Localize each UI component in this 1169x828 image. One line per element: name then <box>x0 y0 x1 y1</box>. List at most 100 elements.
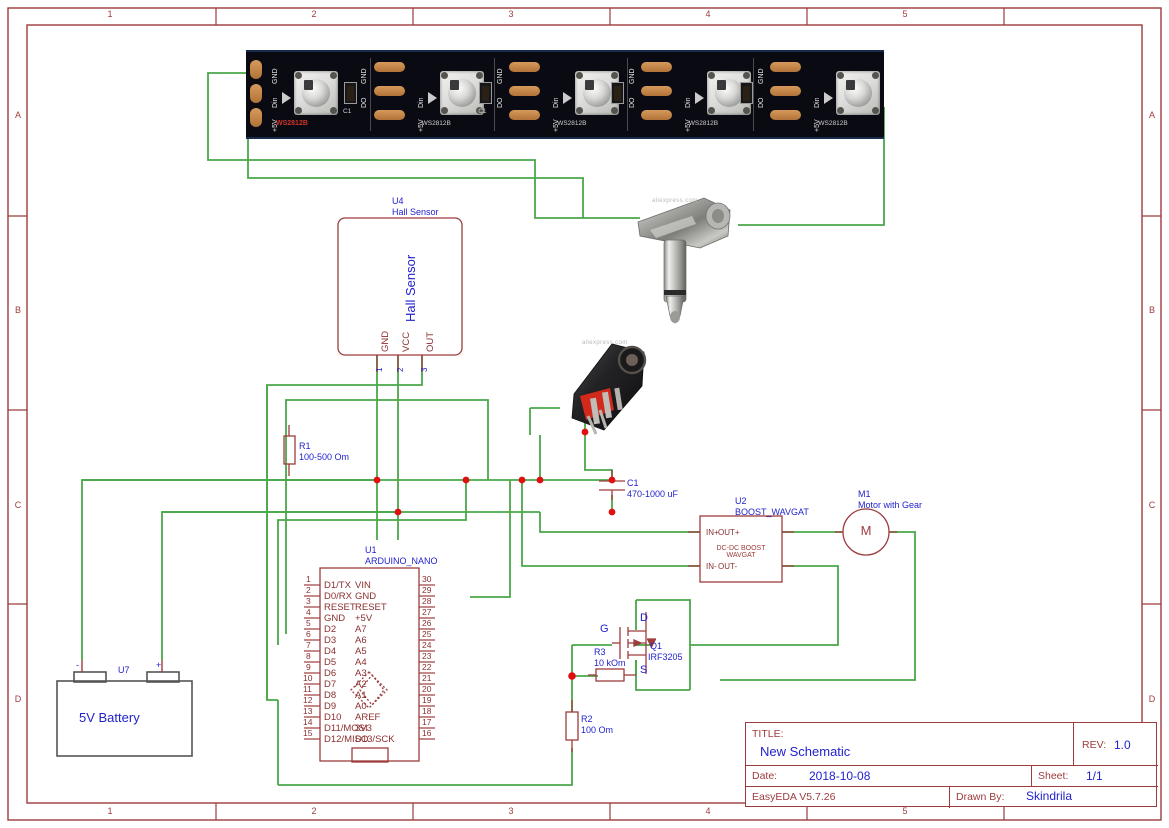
arduino-left-num-10: 10 <box>303 673 313 683</box>
audio-jack-photo: aliexpress.com <box>570 338 652 438</box>
arduino-right-pin-20: A1 <box>355 690 367 701</box>
arduino-right-num-21: 21 <box>422 673 432 683</box>
arduino-left-num-9: 9 <box>306 662 311 672</box>
arduino-pin-stubs-right <box>419 584 435 740</box>
arduino-left-num-12: 12 <box>303 695 313 705</box>
date-value: 2018-10-08 <box>809 769 871 783</box>
boost-pin-out-minus: OUT- <box>718 562 738 571</box>
zone-top-4: 4 <box>705 9 711 19</box>
rev-value: 1.0 <box>1114 738 1131 752</box>
zone-bottom-4: 4 <box>705 806 711 816</box>
arduino-right-num-17: 17 <box>422 717 432 727</box>
arduino-left-pin-6: D3 <box>324 635 337 646</box>
sheet-label: Sheet: <box>1038 770 1069 782</box>
arduino-right-pin-17: 3V3 <box>355 723 372 734</box>
boost-body-line1: DC-DC BOOST <box>716 545 766 552</box>
arduino-left-pin-3: RESET <box>324 602 356 613</box>
arduino-right-pin-24: A5 <box>355 646 367 657</box>
arduino-left-num-8: 8 <box>306 651 311 661</box>
arduino-left-num-4: 4 <box>306 607 311 617</box>
arduino-right-pin-29: GND <box>355 591 377 602</box>
zone-left-d: D <box>14 694 22 704</box>
arduino-left-pin-5: D2 <box>324 624 337 635</box>
wire-junction-dots <box>373 428 616 680</box>
title-block: TITLE: New Schematic REV: 1.0 Date: 2018… <box>745 722 1158 808</box>
ws2812b-led-strip-photo: GND Din +5V WS2812B C1 GND DO Din <box>246 50 884 139</box>
arduino-right-num-27: 27 <box>422 607 432 617</box>
arduino-pin-stubs-left <box>304 584 320 740</box>
arduino-left-num-5: 5 <box>306 618 311 628</box>
r1-designator: R1 <box>299 441 311 451</box>
arduino-name: ARDUINO_NANO <box>365 556 438 566</box>
drawn-by-value: Skindrila <box>1026 789 1073 803</box>
r2-designator: R2 <box>581 714 593 724</box>
arduino-left-num-1: 1 <box>306 574 311 584</box>
arduino-left-num-14: 14 <box>303 717 313 727</box>
r1-value: 100-500 Om <box>299 452 350 462</box>
motor-symbol-letter: M <box>860 523 872 538</box>
arduino-right-num-20: 20 <box>422 684 432 694</box>
arduino-right-num-23: 23 <box>422 651 432 661</box>
q1-source-label: S <box>640 664 648 676</box>
arduino-left-pin-2: D0/RX <box>324 591 352 602</box>
zone-left-b: B <box>14 305 21 315</box>
c1-value: 470-1000 uF <box>627 489 679 499</box>
q1-designator: Q1 <box>650 641 663 651</box>
q1-drain-label: D <box>640 612 648 624</box>
zone-top-1: 1 <box>107 9 113 19</box>
tool-label: EasyEDA V5.7.26 <box>752 791 836 803</box>
battery-designator: U7 <box>118 665 130 675</box>
battery-minus-terminal: - <box>76 660 79 670</box>
arduino-right-pin-28: RESET <box>355 602 387 613</box>
arduino-left-pin-13: D10 <box>324 712 342 723</box>
arduino-right-num-16: 16 <box>422 728 432 738</box>
arduino-right-pin-19: A0 <box>355 701 367 712</box>
hall-pin-1-num: 1 <box>375 367 384 372</box>
arduino-right-num-29: 29 <box>422 585 432 595</box>
arduino-designator: U1 <box>365 545 377 555</box>
hall-pin-2-num: 2 <box>396 367 405 372</box>
arduino-right-num-30: 30 <box>422 574 432 584</box>
arduino-left-pin-1: D1/TX <box>324 580 351 591</box>
boost-name: BOOST_WAVGAT <box>735 507 809 517</box>
hall-pin-3-label: OUT <box>425 331 436 352</box>
rev-label: REV: <box>1082 739 1107 751</box>
arduino-right-num-24: 24 <box>422 640 432 650</box>
title-value: New Schematic <box>760 744 851 759</box>
r2-value: 100 Om <box>581 725 614 735</box>
arduino-right-num-22: 22 <box>422 662 432 672</box>
arduino-left-pin-11: D8 <box>324 690 337 701</box>
arduino-right-num-25: 25 <box>422 629 432 639</box>
arduino-left-pin-15: D12/MISO <box>324 734 369 745</box>
boost-pin-in-minus: IN- <box>706 562 717 571</box>
arduino-left-pin-10: D7 <box>324 679 337 690</box>
zone-left-a: A <box>14 110 21 120</box>
arduino-left-pin-14: D11/MOSI <box>324 723 368 734</box>
zone-bottom-1: 1 <box>107 806 113 816</box>
zone-bottom-2: 2 <box>311 806 317 816</box>
audio-plug-photo: aliexpress.com <box>630 186 738 332</box>
arduino-left-num-7: 7 <box>306 640 311 650</box>
arduino-left-num-13: 13 <box>303 706 313 716</box>
zone-top-5: 5 <box>902 9 908 19</box>
motor-name: Motor with Gear <box>858 500 923 510</box>
arduino-left-pin-9: D6 <box>324 668 337 679</box>
title-label: TITLE: <box>752 728 784 740</box>
hall-pin-1-label: GND <box>380 330 391 352</box>
zone-left-c: C <box>14 500 22 510</box>
arduino-left-pin-12: D9 <box>324 701 337 712</box>
arduino-left-num-15: 15 <box>303 728 313 738</box>
arduino-right-num-18: 18 <box>422 706 432 716</box>
arduino-left-pin-8: D5 <box>324 657 337 668</box>
arduino-right-num-26: 26 <box>422 618 432 628</box>
battery-plus-terminal: + <box>156 660 162 670</box>
c1-designator: C1 <box>627 478 639 488</box>
arduino-right-pin-27: +5V <box>355 613 373 624</box>
drawn-by-label: Drawn By: <box>956 791 1005 803</box>
q1-gate-label: G <box>600 623 609 635</box>
battery-body-label: 5V Battery <box>79 710 140 725</box>
arduino-right-pin-30: VIN <box>355 580 371 591</box>
